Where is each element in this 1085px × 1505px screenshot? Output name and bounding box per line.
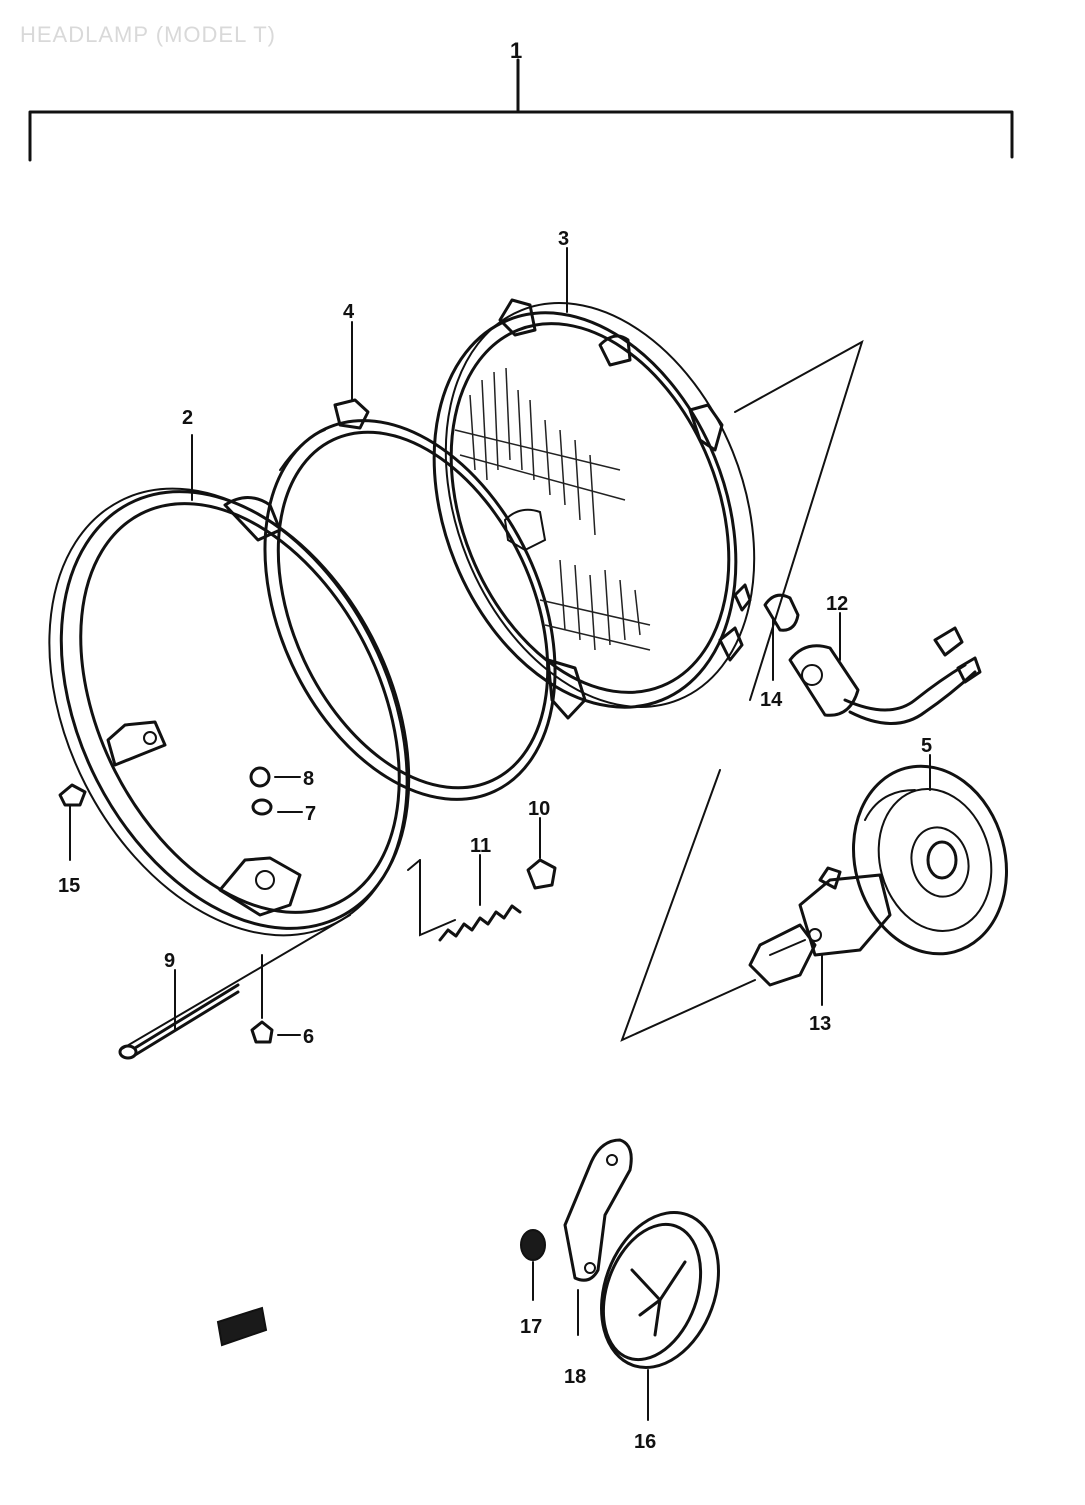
callout-9: 9	[164, 950, 175, 972]
callout-17: 17	[520, 1316, 542, 1338]
rear-cover	[851, 764, 1009, 956]
guide-lines	[119, 339, 864, 1051]
spring-11	[438, 854, 522, 942]
callout-6: 6	[303, 1026, 314, 1048]
callout-5: 5	[921, 735, 932, 757]
sticker	[216, 1306, 268, 1347]
nut-6	[250, 954, 301, 1044]
callout-2: 2	[182, 407, 193, 429]
diagram-title: HEADLAMP (MODEL T)	[20, 22, 276, 47]
headlamp-rim	[48, 487, 411, 937]
callout-3: 3	[558, 228, 569, 250]
gasket-ring	[263, 398, 587, 801]
callout-10: 10	[528, 798, 550, 820]
callout-11: 11	[470, 835, 491, 857]
nut-8	[249, 766, 301, 788]
nut-10	[526, 817, 557, 890]
callout-7: 7	[305, 803, 316, 825]
spot-lamp-16	[600, 1211, 720, 1421]
nut-17	[520, 1229, 546, 1301]
callout-4: 4	[343, 301, 355, 323]
screw-15	[58, 783, 87, 861]
washer-7	[251, 798, 303, 816]
callout-14: 14	[760, 689, 783, 711]
callout-12: 12	[826, 593, 848, 615]
mounting-bracket-18	[563, 1138, 633, 1336]
assembly-bracket	[28, 58, 1014, 162]
headlamp-unit	[432, 298, 756, 709]
bulb-socket-wiring	[763, 593, 982, 725]
callout-15: 15	[58, 875, 80, 897]
halogen-bulb	[748, 866, 892, 987]
callout-18: 18	[564, 1366, 586, 1388]
callout-16: 16	[634, 1431, 656, 1453]
adjusting-bolt-9	[118, 969, 240, 1060]
callout-8: 8	[303, 768, 314, 790]
callout-1: 1	[510, 38, 522, 63]
callout-13: 13	[809, 1013, 831, 1035]
